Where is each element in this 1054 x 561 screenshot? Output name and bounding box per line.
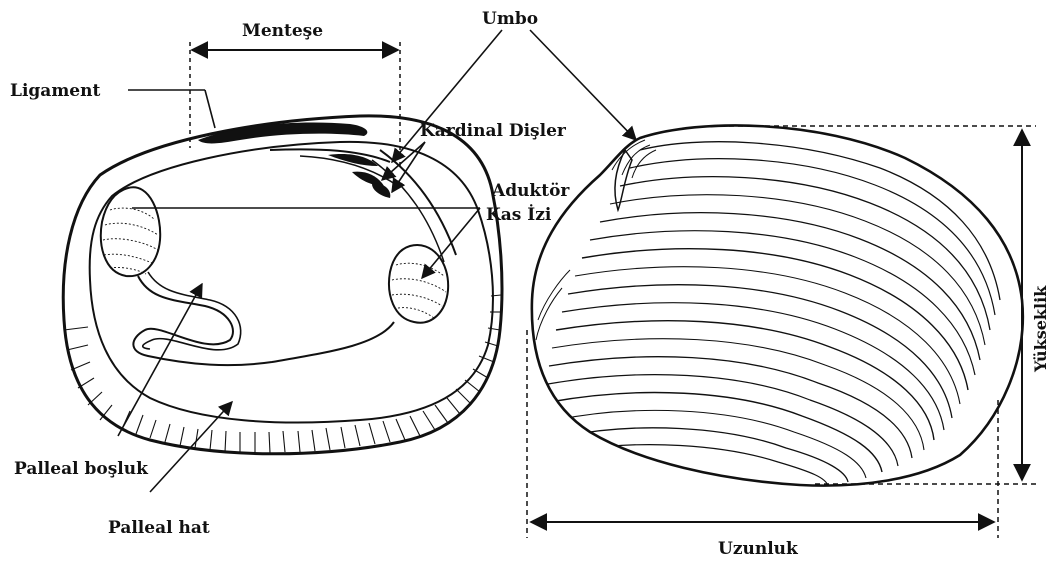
label-hinge: Menteşe: [242, 21, 323, 41]
interior-valve: [63, 116, 502, 454]
adductor-scar-anterior: [101, 187, 160, 276]
label-umbo: Umbo: [482, 9, 538, 29]
shell-inner-outline: [90, 142, 493, 423]
cardinal-tooth-2: [352, 172, 384, 186]
label-cardinal-teeth: Kardinal Dişler: [420, 121, 567, 141]
cardinal-tooth-3: [372, 184, 390, 198]
growth-lines: [536, 140, 1000, 486]
label-ligament: Ligament: [10, 81, 100, 101]
ligament-mark: [198, 123, 367, 144]
shell-exterior-outline: [532, 125, 1023, 485]
label-pallial-sinus: Palleal boşluk: [14, 459, 149, 479]
pallial-line-path: [133, 276, 394, 365]
hinge-dimension: [190, 42, 400, 166]
label-length: Uzunluk: [718, 539, 799, 559]
exterior-valve: [532, 125, 1023, 486]
pallial-sinus-leader: [118, 284, 202, 436]
pallial-line-leader: [150, 402, 232, 492]
label-height: Yükseklik: [1031, 285, 1050, 373]
label-adductor-line1: Aduktör: [491, 181, 570, 201]
umbo-leader-left: [392, 30, 502, 162]
label-pallial-line: Palleal hat: [108, 518, 210, 538]
leader-lines: [118, 30, 636, 492]
label-adductor-line2: Kas İzi: [486, 204, 552, 225]
adductor-leader-right: [422, 208, 480, 278]
